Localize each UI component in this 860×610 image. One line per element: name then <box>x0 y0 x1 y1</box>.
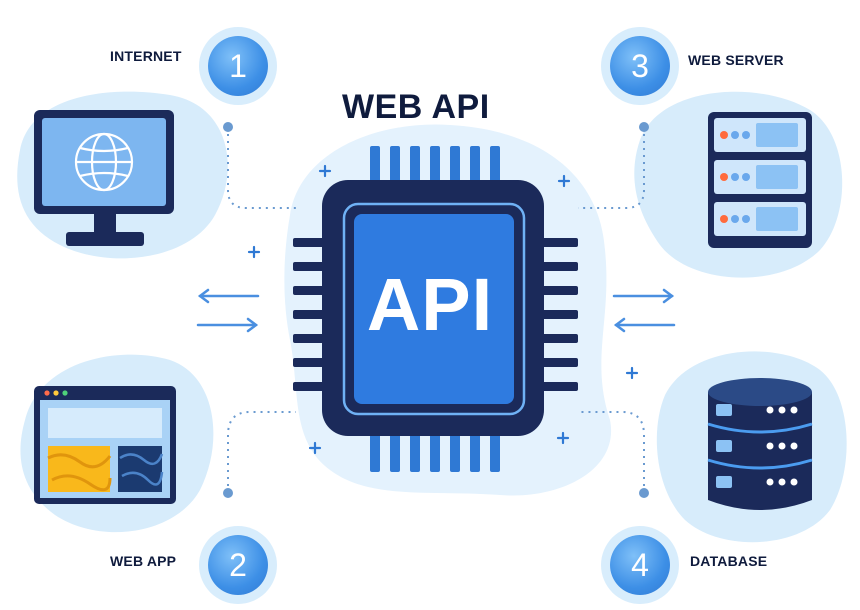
badge-2: 2 <box>208 535 268 595</box>
connector-web-server <box>578 127 645 209</box>
connector-internet <box>227 127 296 209</box>
plus-decorations <box>247 164 639 455</box>
connector-lines <box>227 127 645 493</box>
connector-dots <box>223 122 649 498</box>
arrows <box>196 288 676 333</box>
badge-4: 4 <box>610 535 670 595</box>
chip-pins <box>370 146 500 472</box>
api-chip-label: API <box>366 263 494 346</box>
badge-1: 1 <box>208 36 268 96</box>
badge-3: 3 <box>610 36 670 96</box>
right-arrow-in-icon <box>613 317 676 333</box>
left-arrow-in-icon <box>197 288 260 304</box>
left-arrow-out-icon <box>196 317 259 333</box>
diagram-title: WEB API <box>342 88 490 126</box>
api-chip <box>293 146 578 472</box>
label-web-server: WEB SERVER <box>688 52 784 68</box>
label-internet: INTERNET <box>110 48 182 64</box>
label-database: DATABASE <box>690 553 768 569</box>
server-rack-icon <box>708 112 812 248</box>
globe-monitor-icon <box>34 110 174 246</box>
label-web-app: WEB APP <box>110 553 177 569</box>
browser-window-icon <box>34 386 176 504</box>
database-stack-icon <box>707 378 813 510</box>
connector-web-app <box>227 411 296 493</box>
right-arrow-out-icon <box>612 288 675 304</box>
